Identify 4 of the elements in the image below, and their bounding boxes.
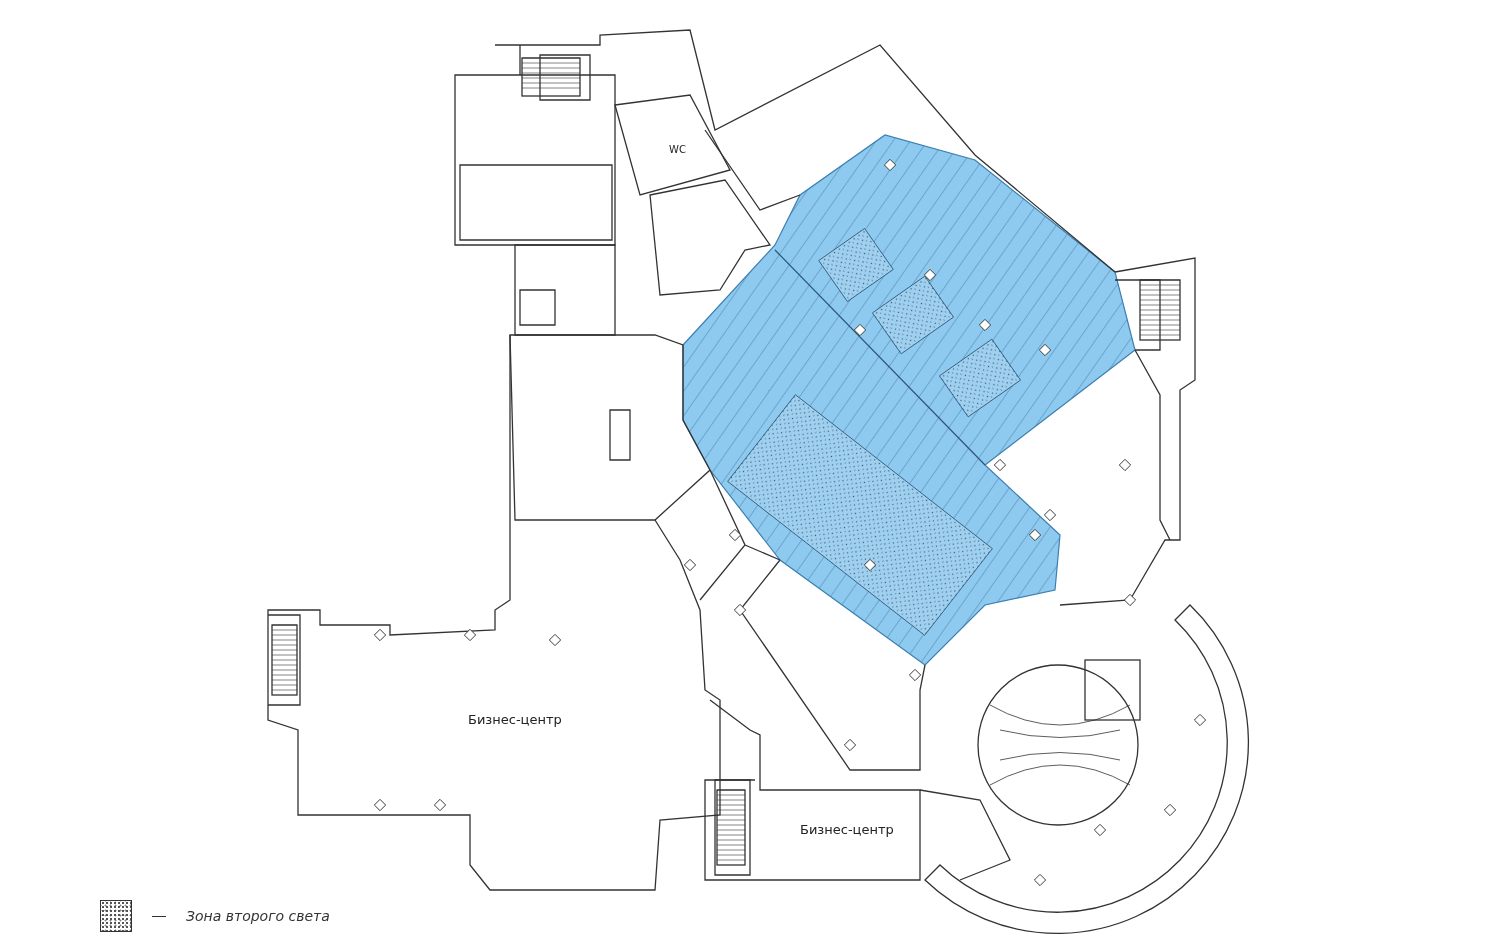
room-label: Бизнес-центр — [466, 712, 564, 728]
room-label: WC — [667, 144, 688, 156]
legend-text: Зона второго света — [186, 908, 330, 924]
room-label: Бизнес-центр — [798, 822, 896, 838]
